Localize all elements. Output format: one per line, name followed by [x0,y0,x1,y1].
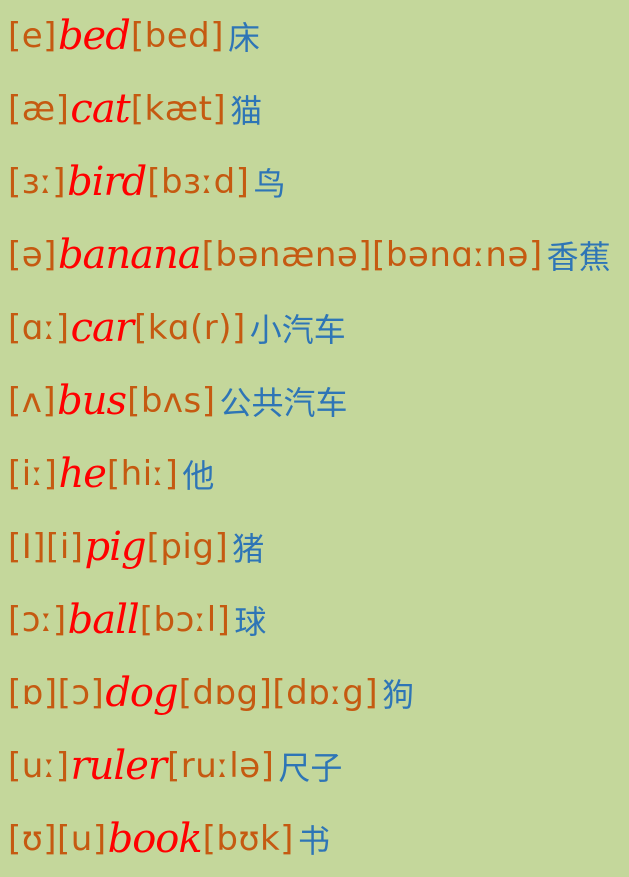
word-phonetic: [bɜːd] [147,162,250,202]
vowel-sound: [ɒ][ɔ] [8,673,105,713]
chinese-meaning: 他 [182,457,215,495]
vowel-sound: [ɜː] [8,162,67,202]
example-word: ball [67,597,140,643]
word-phonetic: [hiː] [106,454,179,494]
example-word: dog [105,670,178,716]
vowel-sound: [æ] [8,89,70,129]
vowel-sound: [ɔː] [8,600,67,640]
example-word: ruler [70,743,167,789]
phonics-row-9: [ɔː] ball [bɔːl] 球 [8,588,266,652]
word-phonetic: [bɔːl] [139,600,231,640]
word-phonetic: [bʊk] [202,819,294,859]
phonics-row-2: [æ] cat [kæt] 猫 [8,77,262,141]
example-word: book [107,816,203,862]
phonics-row-5: [ɑː] car [kɑ(r)] 小汽车 [8,296,346,360]
chinese-meaning: 床 [227,19,260,57]
word-phonetic: [kæt] [130,89,227,129]
example-word: banana [57,232,202,278]
vowel-sound: [I][i] [8,527,84,567]
chinese-meaning: 小汽车 [249,311,346,349]
phonics-row-1: [e] bed [bed] 床 [8,4,260,68]
example-word: he [58,451,106,497]
chinese-meaning: 公共汽车 [219,384,348,422]
vowel-sound: [ʌ] [8,381,57,421]
chinese-meaning: 尺子 [278,749,343,787]
phonics-row-6: [ʌ] bus [bʌs] 公共汽车 [8,369,348,433]
vowel-sound: [ɑː] [8,308,70,348]
word-phonetic: [bʌs] [127,381,216,421]
phonics-row-10: [ɒ][ɔ] dog [dɒg][dɒːg] 狗 [8,661,414,725]
word-phonetic: [pig] [146,527,229,567]
example-word: bed [57,13,131,59]
vowel-sound: [ʊ][u] [8,819,107,859]
chinese-meaning: 猫 [230,92,263,130]
vowel-sound: [iː] [8,454,58,494]
phonics-row-12: [ʊ][u] book [bʊk] 书 [8,807,330,871]
word-phonetic: [ruːlə] [167,746,275,786]
chinese-meaning: 猪 [232,530,265,568]
chinese-meaning: 鸟 [253,165,286,203]
chinese-meaning: 书 [297,822,330,860]
example-word: cat [70,86,130,132]
chinese-meaning: 球 [234,603,267,641]
word-phonetic: [bənænə][bənɑːnə] [201,235,543,275]
vowel-sound: [uː] [8,746,70,786]
phonics-row-4: [ə] banana [bənænə][bənɑːnə] 香蕉 [8,223,611,287]
example-word: bus [57,378,127,424]
vowel-sound: [e] [8,16,57,56]
phonics-row-8: [I][i] pig [pig] 猪 [8,515,264,579]
chinese-meaning: 香蕉 [546,238,611,276]
phonics-row-3: [ɜː] bird [bɜːd] 鸟 [8,150,285,214]
phonics-row-7: [iː] he [hiː] 他 [8,442,214,506]
word-phonetic: [bed] [130,16,224,56]
word-phonetic: [kɑ(r)] [133,308,246,348]
example-word: car [70,305,134,351]
vowel-sound: [ə] [8,235,57,275]
example-word: pig [84,524,147,570]
word-phonetic: [dɒg][dɒːg] [178,673,379,713]
example-word: bird [67,159,147,205]
chinese-meaning: 狗 [382,676,415,714]
phonics-row-11: [uː] ruler [ruːlə] 尺子 [8,734,342,798]
